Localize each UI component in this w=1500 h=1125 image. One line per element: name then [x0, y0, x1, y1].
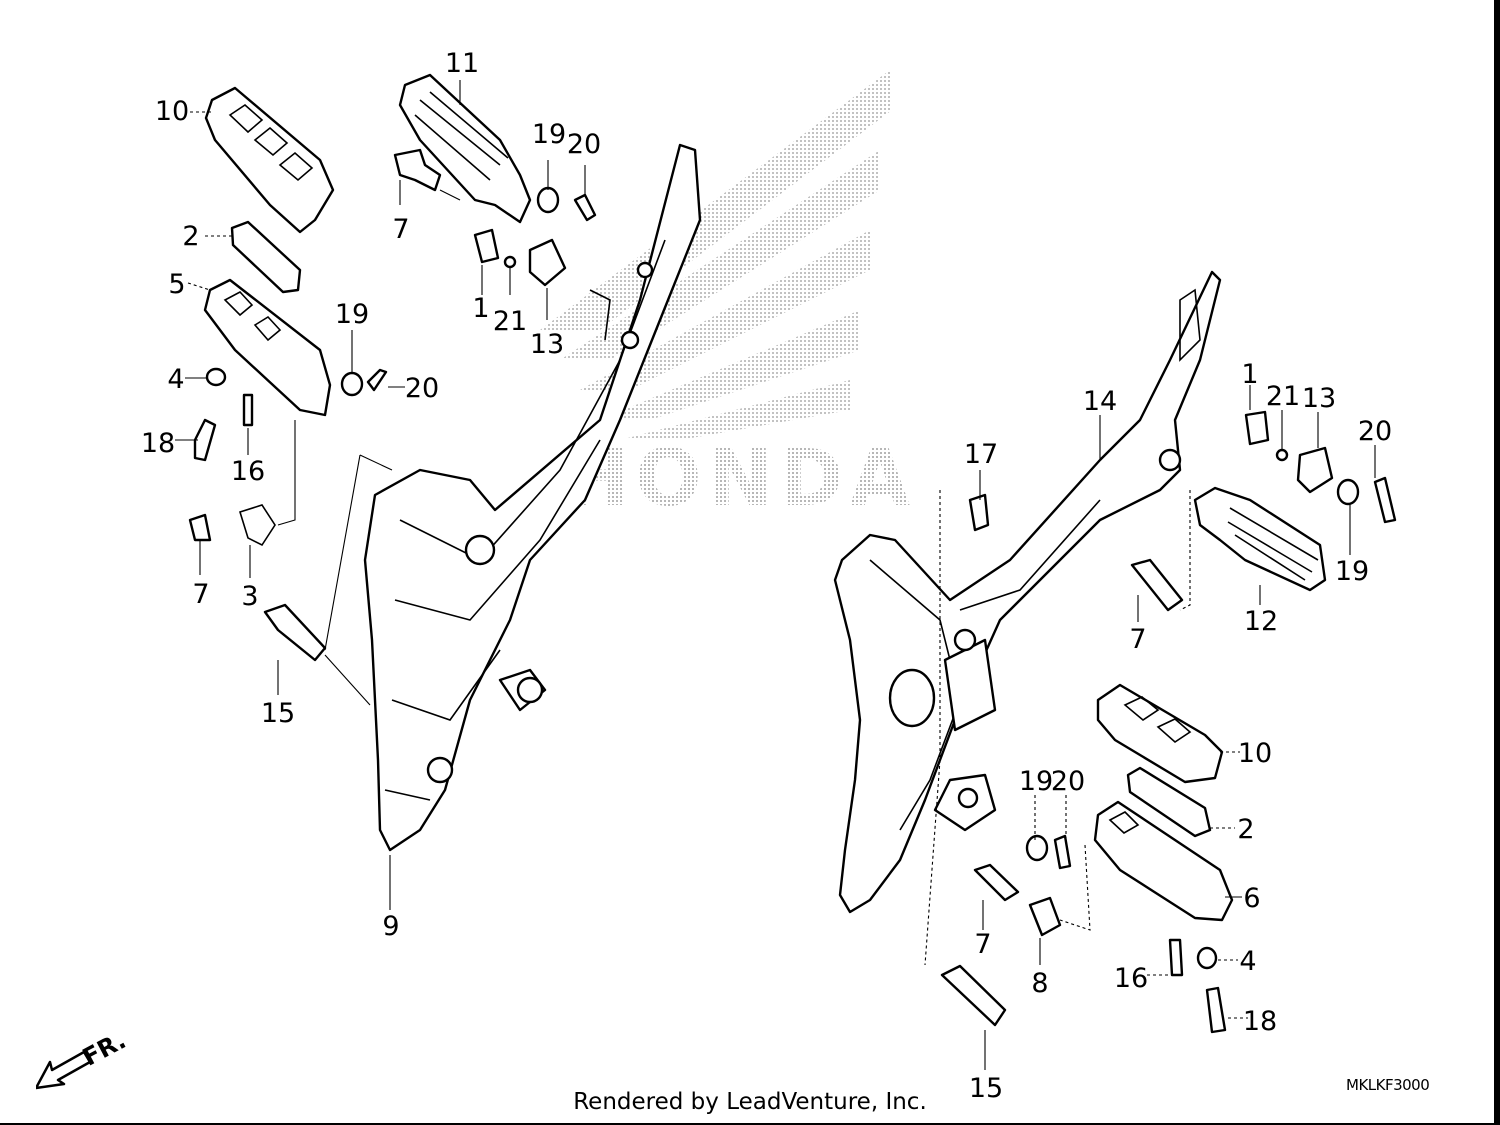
callout-10: 10	[1238, 738, 1272, 769]
right-step-bar	[1093, 800, 1234, 922]
honda-watermark-text: HONDA	[564, 434, 916, 524]
right-pin-20	[1373, 476, 1397, 524]
left-footpeg-rubber	[204, 86, 335, 234]
right-pin-7b	[973, 863, 1020, 902]
right-detent-13	[1296, 446, 1334, 494]
callout-10: 10	[155, 96, 189, 127]
right-washer-19b	[1025, 834, 1049, 862]
left-detent-13	[528, 238, 567, 287]
front-direction-indicator: FR.	[34, 1018, 146, 1098]
callout-8: 8	[1031, 968, 1048, 999]
left-rear-footpeg	[398, 73, 532, 224]
right-step-holder-assembly	[833, 270, 1397, 1070]
callout-7: 7	[1129, 624, 1146, 655]
callout-12: 12	[1244, 606, 1278, 637]
right-pin-20b	[1053, 834, 1072, 870]
callout-2: 2	[1237, 814, 1254, 845]
left-pin-7b	[188, 513, 212, 542]
callout-17: 17	[964, 439, 998, 470]
right-spring-8	[1028, 896, 1062, 937]
left-bolt-16	[242, 393, 254, 427]
callout-18: 18	[1243, 1006, 1277, 1037]
right-washer-19	[1336, 478, 1360, 506]
callout-11: 11	[445, 48, 479, 79]
right-holder-hole	[888, 668, 936, 728]
callout-21: 21	[493, 306, 527, 337]
callout-9: 9	[382, 911, 399, 942]
left-bolt-18	[193, 418, 217, 462]
left-step-bar	[203, 278, 332, 417]
right-bolt-18	[1205, 986, 1227, 1034]
left-ball-4	[205, 367, 227, 387]
left-step-holder-assembly	[175, 73, 702, 910]
left-ball-21	[503, 255, 517, 269]
callout-16: 16	[231, 456, 265, 487]
callout-7: 7	[974, 929, 991, 960]
callout-1: 1	[1241, 359, 1258, 390]
callout-15: 15	[261, 698, 295, 729]
right-bolt-17	[968, 493, 990, 532]
mount-boss	[426, 756, 454, 784]
callout-18: 18	[141, 428, 175, 459]
right-footpeg-rubber	[1096, 683, 1224, 784]
left-pin-20b	[366, 368, 388, 392]
callout-19: 19	[532, 119, 566, 150]
callout-20: 20	[405, 373, 439, 404]
right-rear-footpeg	[1193, 486, 1327, 592]
callout-19: 19	[1019, 766, 1053, 797]
right-ball-21	[1275, 448, 1289, 462]
left-spring-3	[239, 504, 276, 547]
left-plate	[230, 220, 302, 294]
callout-14: 14	[1083, 386, 1117, 417]
callout-20: 20	[1051, 766, 1085, 797]
callout-20: 20	[567, 129, 601, 160]
callout-13: 13	[530, 329, 564, 360]
diagram-code: MKLKF3000	[1346, 1076, 1430, 1094]
callout-4: 4	[167, 364, 184, 395]
right-ball-4	[1196, 946, 1218, 970]
pivot-boss	[464, 534, 496, 566]
callout-19: 19	[1335, 556, 1369, 587]
callout-20: 20	[1358, 416, 1392, 447]
render-credit: Rendered by LeadVenture, Inc.	[573, 1089, 927, 1115]
callout-16: 16	[1114, 963, 1148, 994]
right-bolt-16	[1168, 938, 1184, 977]
callout-4: 4	[1239, 946, 1256, 977]
right-plate	[1126, 766, 1212, 838]
callout-21: 21	[1266, 381, 1300, 412]
callout-6: 6	[1243, 883, 1260, 914]
left-bolt-15	[263, 603, 327, 662]
right-step-holder	[833, 270, 1222, 914]
left-pin-20a	[573, 193, 597, 222]
front-arrow-icon: FR.	[34, 1026, 130, 1090]
left-washer-19a	[536, 186, 560, 214]
callout-7: 7	[192, 579, 209, 610]
callout-3: 3	[241, 581, 258, 612]
left-washer-19b	[340, 371, 364, 397]
callout-1: 1	[472, 293, 489, 324]
callout-labels: 10 11 19 20 2 7 1 21 13 5 19 4 20 18 16 …	[141, 48, 1392, 1104]
callout-5: 5	[168, 269, 185, 300]
callout-13: 13	[1302, 383, 1336, 414]
callout-19: 19	[335, 299, 369, 330]
callout-7: 7	[392, 214, 409, 245]
right-bolt-15	[940, 964, 1007, 1027]
callout-2: 2	[182, 221, 199, 252]
callout-15: 15	[969, 1073, 1003, 1104]
right-spring-1	[1244, 410, 1270, 446]
left-spring-1	[473, 228, 500, 264]
right-pin-7a	[1130, 558, 1184, 612]
left-step-holder	[363, 143, 702, 852]
